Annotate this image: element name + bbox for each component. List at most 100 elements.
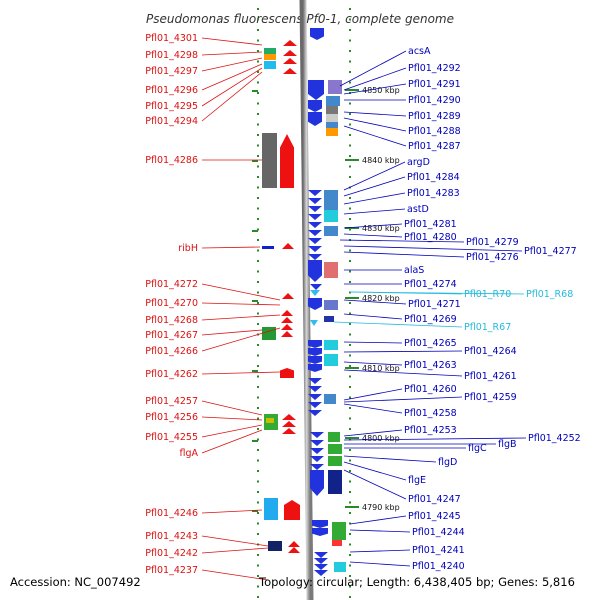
right-gene-label[interactable]: Pfl01_4292 bbox=[408, 63, 461, 74]
left-gene-label[interactable]: Pfl01_4286 bbox=[145, 155, 198, 166]
gene-box bbox=[326, 128, 338, 136]
gene-box bbox=[264, 54, 276, 60]
right-gene-label[interactable]: Pfl01_R70 bbox=[464, 289, 511, 300]
left-gene-label[interactable]: Pfl01_4262 bbox=[145, 369, 198, 380]
leader-line bbox=[343, 245, 523, 252]
left-gene-label[interactable]: Pfl01_4267 bbox=[145, 330, 198, 341]
right-gene-label[interactable]: Pfl01_4276 bbox=[466, 252, 519, 263]
left-gene-label[interactable]: Pfl01_4242 bbox=[145, 548, 198, 559]
right-gene-label[interactable]: Pfl01_4264 bbox=[464, 346, 517, 357]
left-gene-label[interactable]: Pfl01_4246 bbox=[145, 508, 198, 519]
tick-mark bbox=[349, 123, 351, 126]
right-gene-label[interactable]: Pfl01_4274 bbox=[404, 279, 457, 290]
left-gene-label[interactable]: ribH bbox=[178, 243, 198, 254]
right-gene-label[interactable]: Pfl01_4290 bbox=[408, 95, 461, 106]
right-gene-label[interactable]: flgB bbox=[498, 439, 517, 450]
leader-line bbox=[343, 223, 403, 229]
kbp-label: 4830 kbp bbox=[362, 224, 400, 233]
right-gene-label[interactable]: Pfl01_4240 bbox=[412, 561, 465, 572]
kbp-tick bbox=[345, 159, 359, 161]
tick-mark bbox=[349, 354, 351, 357]
left-gene-label[interactable]: Pfl01_4297 bbox=[145, 66, 198, 77]
left-gene-label[interactable]: Pfl01_4256 bbox=[145, 412, 198, 423]
left-gene-label[interactable]: Pfl01_4266 bbox=[145, 346, 198, 357]
right-gene-label[interactable]: Pfl01_4247 bbox=[408, 494, 461, 505]
right-gene-label[interactable]: flgE bbox=[408, 475, 426, 486]
left-gene-label[interactable]: Pfl01_4272 bbox=[145, 279, 198, 290]
right-gene-label[interactable]: Pfl01_4288 bbox=[408, 126, 461, 137]
left-gene-labels: Pfl01_4301Pfl01_4298Pfl01_4297Pfl01_4296… bbox=[145, 33, 198, 576]
right-gene-label[interactable]: Pfl01_4263 bbox=[404, 360, 457, 371]
right-gene-label[interactable]: Pfl01_R68 bbox=[526, 289, 573, 300]
tick-mark bbox=[257, 123, 259, 126]
right-gene-label[interactable]: Pfl01_4260 bbox=[404, 384, 457, 395]
tick-mark bbox=[349, 8, 351, 10]
right-gene-label[interactable]: Pfl01_4271 bbox=[408, 299, 461, 310]
left-gene-label[interactable]: Pfl01_4237 bbox=[145, 565, 198, 576]
right-tick-track bbox=[349, 8, 351, 598]
right-gene-label[interactable]: Pfl01_4241 bbox=[412, 545, 465, 556]
right-gene-label[interactable]: Pfl01_4283 bbox=[407, 188, 460, 199]
left-gene-label[interactable]: Pfl01_4270 bbox=[145, 298, 198, 309]
right-gene-label[interactable]: Pfl01_4265 bbox=[404, 338, 457, 349]
left-gene-label[interactable]: Pfl01_4294 bbox=[145, 116, 198, 127]
right-gene-label[interactable]: Pfl01_4279 bbox=[466, 237, 519, 248]
right-gene-label[interactable]: Pfl01_4261 bbox=[464, 371, 517, 382]
right-gene-label[interactable]: Pfl01_4280 bbox=[404, 232, 457, 243]
leader-line bbox=[343, 361, 403, 366]
right-gene-label[interactable]: Pfl01_4259 bbox=[464, 392, 517, 403]
right-gene-label[interactable]: Pfl01_4284 bbox=[407, 172, 460, 183]
right-gene-label[interactable]: Pfl01_4281 bbox=[404, 219, 457, 230]
gene-arrow bbox=[312, 520, 328, 528]
tick-mark bbox=[349, 375, 351, 378]
leader-line bbox=[339, 239, 465, 243]
left-gene-label[interactable]: Pfl01_4268 bbox=[145, 315, 198, 326]
tick-mark bbox=[257, 522, 259, 525]
right-gene-label[interactable]: argD bbox=[407, 157, 430, 168]
leader-line bbox=[349, 291, 525, 295]
gene-arrow bbox=[314, 552, 328, 558]
leader-line bbox=[201, 429, 263, 454]
tick-mark bbox=[257, 312, 259, 315]
gene-box bbox=[332, 522, 346, 540]
right-gene-label[interactable]: Pfl01_4245 bbox=[408, 511, 461, 522]
right-gene-label[interactable]: Pfl01_4244 bbox=[412, 527, 465, 538]
left-gene-label[interactable]: Pfl01_4296 bbox=[145, 85, 198, 96]
tick-mark bbox=[349, 459, 351, 462]
right-gene-label[interactable]: Pfl01_4289 bbox=[408, 111, 461, 122]
gene-arrow bbox=[280, 134, 294, 188]
left-gene-label[interactable]: Pfl01_4298 bbox=[145, 50, 198, 61]
left-gene-label[interactable]: Pfl01_4243 bbox=[145, 531, 198, 542]
leader-line bbox=[201, 67, 263, 107]
tick-mark bbox=[257, 491, 259, 493]
tick-mark bbox=[349, 407, 351, 409]
right-gene-label[interactable]: Pfl01_4269 bbox=[404, 314, 457, 325]
tick-mark bbox=[349, 18, 351, 21]
right-gene-label[interactable]: Pfl01_4287 bbox=[408, 141, 461, 152]
left-gene-label[interactable]: Pfl01_4301 bbox=[145, 33, 198, 44]
right-gene-label[interactable]: Pfl01_4252 bbox=[528, 433, 581, 444]
gene-arrow bbox=[308, 364, 322, 372]
gene-box bbox=[328, 432, 340, 442]
leader-line bbox=[201, 246, 261, 249]
right-gene-label[interactable]: astD bbox=[407, 204, 429, 215]
right-gene-label[interactable]: alaS bbox=[404, 265, 424, 276]
leader-line bbox=[201, 314, 281, 321]
left-gene-label[interactable]: Pfl01_4295 bbox=[145, 101, 198, 112]
right-gene-label[interactable]: Pfl01_4291 bbox=[408, 79, 461, 90]
right-gene-label[interactable]: Pfl01_4258 bbox=[404, 408, 457, 419]
tick-mark bbox=[257, 291, 259, 294]
right-gene-label[interactable]: Pfl01_R67 bbox=[464, 322, 511, 333]
right-gene-label[interactable]: Pfl01_4277 bbox=[524, 246, 577, 257]
left-gene-label[interactable]: Pfl01_4257 bbox=[145, 396, 198, 407]
right-gene-label[interactable]: flgD bbox=[438, 457, 457, 468]
right-gene-label[interactable]: acsA bbox=[408, 46, 431, 57]
right-gene-label[interactable]: Pfl01_4253 bbox=[404, 425, 457, 436]
gene-arrow bbox=[308, 348, 322, 356]
left-gene-label[interactable]: flgA bbox=[179, 448, 198, 459]
left-gene-label[interactable]: Pfl01_4255 bbox=[145, 432, 198, 443]
tick-mark bbox=[257, 554, 259, 556]
tick-mark bbox=[349, 60, 351, 63]
leader-line bbox=[343, 125, 407, 147]
right-gene-label[interactable]: flgC bbox=[468, 443, 487, 454]
